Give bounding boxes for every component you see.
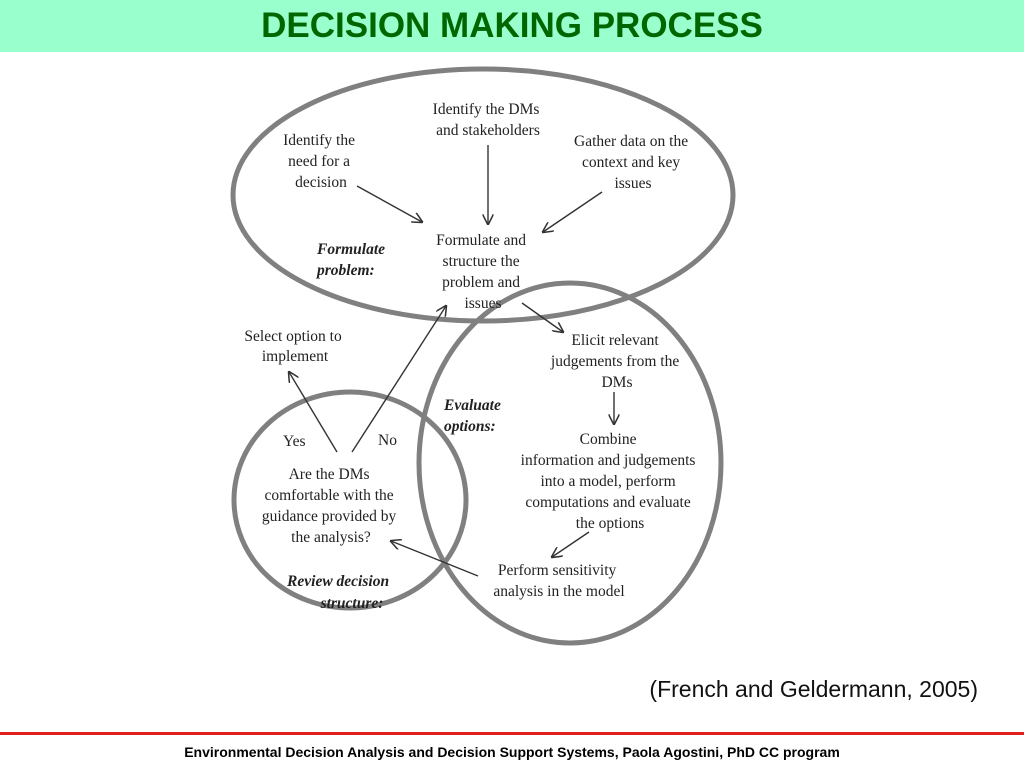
arrow-formulate-to-elicit xyxy=(521,302,563,332)
node-gather-data: Gather data on the context and key issue… xyxy=(574,133,692,192)
review-phase-ring xyxy=(231,389,469,611)
footer-rule xyxy=(0,732,1024,735)
citation: (French and Geldermann, 2005) xyxy=(649,676,978,702)
arrow-sensitivity-to-review xyxy=(391,541,479,577)
edge-label-yes: Yes xyxy=(283,433,306,450)
arrow-need-to-formulate xyxy=(356,185,422,222)
footer-text: Environmental Decision Analysis and Deci… xyxy=(184,744,840,760)
phase-label-evaluate: Evaluate options: xyxy=(443,397,505,435)
arrow-combine-to-sensitivity xyxy=(552,531,590,557)
phase-label-review: Review decision structure: xyxy=(286,573,393,612)
evaluate-phase-ring xyxy=(416,280,724,646)
node-dms-comfortable: Are the DMs comfortable with the guidanc… xyxy=(262,466,400,546)
node-select-option: Select option to implement xyxy=(244,328,345,365)
node-elicit-judgements: Elicit relevant judgements from the DMs xyxy=(550,332,683,391)
title-bar: DECISION MAKING PROCESS xyxy=(0,0,1024,52)
formulate-phase-ring xyxy=(230,66,736,324)
arrow-no-to-formulate xyxy=(351,306,446,453)
slide-title: DECISION MAKING PROCESS xyxy=(261,6,763,45)
node-formulate-structure: Formulate and structure the problem and … xyxy=(436,232,530,312)
node-sensitivity-analysis: Perform sensitivity analysis in the mode… xyxy=(493,562,624,600)
arrow-data-to-formulate xyxy=(543,191,603,232)
node-identify-dms: Identify the DMs and stakeholders xyxy=(433,101,544,139)
arrow-yes-to-select xyxy=(289,372,338,453)
edge-label-no: No xyxy=(378,432,397,449)
phase-label-formulate: Formulate problem: xyxy=(315,241,389,279)
node-combine-model: Combine information and judgements into … xyxy=(521,431,700,532)
node-identify-need: Identify the need for a decision xyxy=(283,132,359,191)
